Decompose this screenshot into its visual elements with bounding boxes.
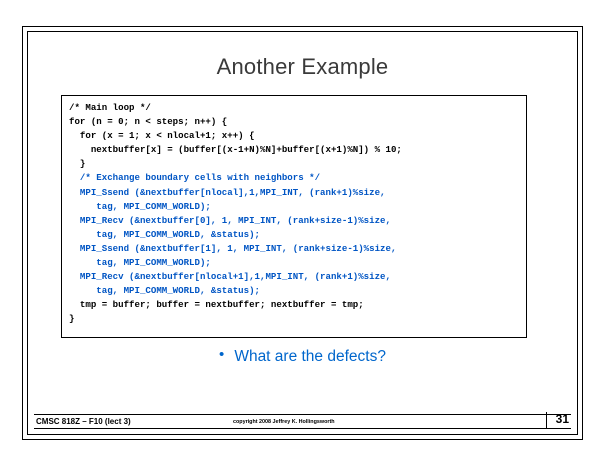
code-line: MPI_Recv (&nextbuffer[nlocal+1],1,MPI_IN… bbox=[69, 270, 520, 284]
code-block-panel: /* Main loop */ for (n = 0; n < steps; n+… bbox=[61, 95, 527, 338]
code-line: } bbox=[69, 157, 520, 171]
code-span: MPI_Ssend (&nextbuffer[1], 1, MPI_INT, (… bbox=[69, 242, 397, 254]
code-span: MPI_Recv (&nextbuffer[0], 1, MPI_INT, (r… bbox=[69, 214, 391, 226]
footer-course-label: CMSC 818Z – F10 (lect 3) bbox=[36, 417, 131, 426]
page-title: Another Example bbox=[216, 54, 389, 79]
code-line: tmp = buffer; buffer = nextbuffer; nextb… bbox=[69, 298, 520, 312]
code-span: MPI_Ssend (&nextbuffer[nlocal],1,MPI_INT… bbox=[69, 186, 386, 198]
slide-inner-frame: Another Example /* Main loop */ for (n = … bbox=[27, 31, 578, 435]
code-span: } bbox=[69, 158, 86, 170]
code-span: for (n = 0; n < steps; n++) { bbox=[69, 116, 228, 128]
code-span: for (x = 1; x < nlocal+1; x++) { bbox=[69, 130, 255, 142]
code-line: for (n = 0; n < steps; n++) { bbox=[69, 115, 520, 129]
footer-vertical-separator bbox=[546, 412, 547, 429]
code-line: tag, MPI_COMM_WORLD, &status); bbox=[69, 284, 520, 298]
code-line: tag, MPI_COMM_WORLD); bbox=[69, 200, 520, 214]
code-line: /* Main loop */ bbox=[69, 101, 520, 115]
footer-bottom-rule bbox=[34, 428, 571, 429]
footer-copyright-label: copyright 2008 Jeffrey K. Hollingsworth bbox=[233, 419, 335, 425]
code-line: nextbuffer[x] = (buffer[(x-1+N)%N]+buffe… bbox=[69, 143, 520, 157]
bullet-marker-icon: • bbox=[219, 346, 225, 363]
code-span: /* Exchange boundary cells with neighbor… bbox=[69, 172, 321, 184]
code-line: } bbox=[69, 312, 520, 326]
code-span: /* Main loop */ bbox=[69, 102, 151, 113]
code-line: /* Exchange boundary cells with neighbor… bbox=[69, 171, 520, 185]
bullet-row: • What are the defects? bbox=[28, 346, 577, 366]
code-span: tag, MPI_COMM_WORLD, &status); bbox=[69, 285, 260, 297]
code-span: tag, MPI_COMM_WORLD); bbox=[69, 200, 211, 212]
code-line: tag, MPI_COMM_WORLD, &status); bbox=[69, 228, 520, 242]
code-span: tag, MPI_COMM_WORLD); bbox=[69, 257, 211, 269]
code-listing: /* Main loop */ for (n = 0; n < steps; n+… bbox=[69, 101, 520, 327]
code-span: } bbox=[69, 313, 75, 325]
code-line: MPI_Ssend (&nextbuffer[nlocal],1,MPI_INT… bbox=[69, 186, 520, 200]
code-line: for (x = 1; x < nlocal+1; x++) { bbox=[69, 129, 520, 143]
footer-top-rule bbox=[34, 414, 571, 415]
code-line: MPI_Ssend (&nextbuffer[1], 1, MPI_INT, (… bbox=[69, 242, 520, 256]
code-line: tag, MPI_COMM_WORLD); bbox=[69, 256, 520, 270]
bullet-text: What are the defects? bbox=[234, 348, 386, 365]
code-line: MPI_Recv (&nextbuffer[0], 1, MPI_INT, (r… bbox=[69, 214, 520, 228]
code-span: nextbuffer[x] = (buffer[(x-1+N)%N]+buffe… bbox=[69, 144, 402, 156]
code-span: MPI_Recv (&nextbuffer[nlocal+1],1,MPI_IN… bbox=[69, 271, 391, 283]
code-span: tag, MPI_COMM_WORLD, &status); bbox=[69, 228, 260, 240]
page-number: 31 bbox=[555, 412, 569, 426]
slide-outer-frame: Another Example /* Main loop */ for (n = … bbox=[22, 26, 583, 440]
code-span: tmp = buffer; buffer = nextbuffer; nextb… bbox=[69, 299, 364, 311]
